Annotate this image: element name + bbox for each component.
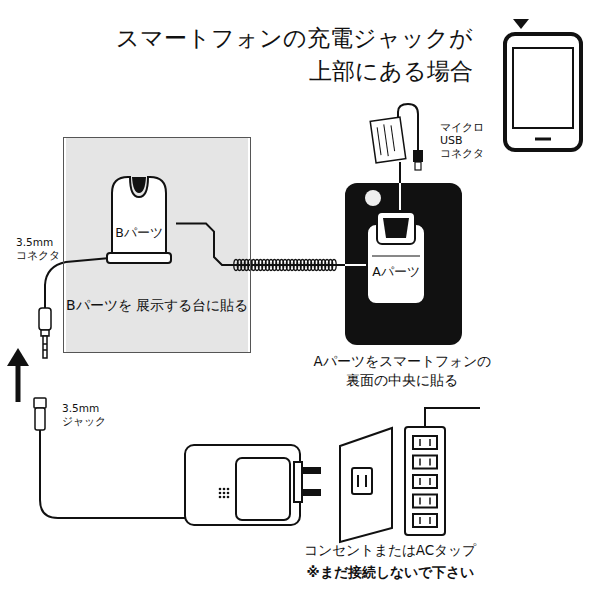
cable-tag (377, 123, 395, 157)
annotation: ※まだ接続しないで下さい (265, 564, 515, 580)
node-label: Aパーツ (360, 263, 432, 281)
phone-icon (505, 34, 581, 150)
annotation: マイクロ USB コネクタ (440, 121, 494, 161)
adapter-vent (219, 496, 222, 499)
node-outline (132, 177, 146, 193)
node-outline (377, 212, 415, 244)
plug-3-5mm (43, 343, 47, 345)
node-outline (345, 183, 462, 345)
ac-adapter (294, 462, 302, 502)
jack-3-5mm (34, 398, 46, 408)
ac-tap (413, 495, 437, 508)
adapter-vent (223, 488, 226, 491)
node-outline (112, 177, 166, 255)
ac-tap (419, 517, 421, 524)
adapter-vent (219, 492, 222, 495)
ac-tap (413, 475, 437, 488)
insert-arrow (7, 348, 29, 366)
title: スマートフォンの充電ジャックが 上部にある場合 (108, 22, 473, 87)
usb-cable (399, 162, 401, 183)
adapter-vent (223, 492, 226, 495)
phone-icon (513, 19, 529, 29)
insert-arrow (16, 362, 21, 402)
display-stand-fill (66, 137, 248, 353)
wall-outlet (352, 468, 372, 494)
ac-tap (419, 439, 421, 446)
adapter-vent (227, 496, 230, 499)
cable-tag (370, 117, 406, 163)
cable-tag (377, 127, 381, 155)
ac-adapter (185, 445, 300, 525)
ac-tap (429, 517, 431, 524)
ac-tap (419, 459, 421, 466)
ac-tap (419, 498, 421, 505)
plug-3-5mm (39, 308, 51, 358)
phone-icon (513, 48, 573, 128)
usb-cable (415, 162, 421, 170)
smartphone-back: Aパーツをスマートフォンの 裏面の中央に貼る Aパーツ (303, 183, 501, 395)
jack-3-5mm (35, 408, 45, 430)
node-label: Bパーツを 展示する台に貼る (64, 296, 250, 316)
ac-tap (413, 456, 437, 469)
adapter-vent (219, 488, 230, 499)
node-outline (360, 210, 432, 307)
ac-tap (425, 408, 480, 427)
annotation: 3.5mm ジャック (62, 402, 124, 427)
ac-tap (429, 439, 431, 446)
node-outline (383, 218, 409, 238)
insert-arrow (7, 348, 29, 402)
part-box: Bパーツ (102, 173, 176, 265)
node-label: Aパーツをスマートフォンの 裏面の中央に貼る (303, 352, 501, 390)
adapter-vent (227, 488, 230, 491)
node-outline (345, 264, 369, 266)
wall-outlet (365, 475, 367, 487)
ac-tap (413, 514, 437, 527)
cable-tag (370, 117, 406, 163)
wall-outlet (340, 428, 392, 542)
phone-icon (505, 19, 581, 150)
node-outline (399, 183, 401, 210)
node-outline (372, 256, 420, 257)
ac-adapter (185, 445, 320, 525)
cable-tag (384, 124, 388, 156)
node-outline (102, 173, 176, 265)
usb-cable (413, 150, 423, 162)
ac-tap (419, 478, 421, 485)
ac-tap (429, 459, 431, 466)
display-stand: Bパーツを 展示する台に貼る Bパーツ (63, 137, 251, 353)
jack-3-5mm (34, 398, 186, 518)
wall-outlet (357, 475, 359, 487)
plug-3-5mm (41, 330, 49, 336)
cable-tag (391, 125, 395, 151)
wall-outlet (340, 428, 392, 542)
part-box: Aパーツ (360, 210, 432, 307)
ac-tap (405, 427, 445, 535)
phone-icon (535, 138, 551, 141)
jack-3-5mm (40, 430, 186, 518)
plug-3-5mm (43, 349, 47, 351)
ac-adapter (236, 458, 290, 520)
adapter-vent (223, 496, 226, 499)
annotation: 3.5mm コネクタ (16, 236, 72, 261)
adapter-vent (219, 488, 222, 491)
node-outline (365, 190, 381, 206)
plug-3-5mm (39, 308, 51, 330)
ac-tap (429, 498, 431, 505)
adapter-vent (227, 492, 230, 495)
plug-3-5mm (43, 336, 47, 358)
ac-tap (429, 478, 431, 485)
ac-tap (405, 408, 480, 535)
coil-connector (176, 224, 360, 265)
node-label: Bパーツ (102, 224, 176, 242)
annotation: コンセントまたはACタップ (265, 542, 515, 558)
node-outline (107, 253, 171, 263)
ac-tap (413, 436, 437, 449)
